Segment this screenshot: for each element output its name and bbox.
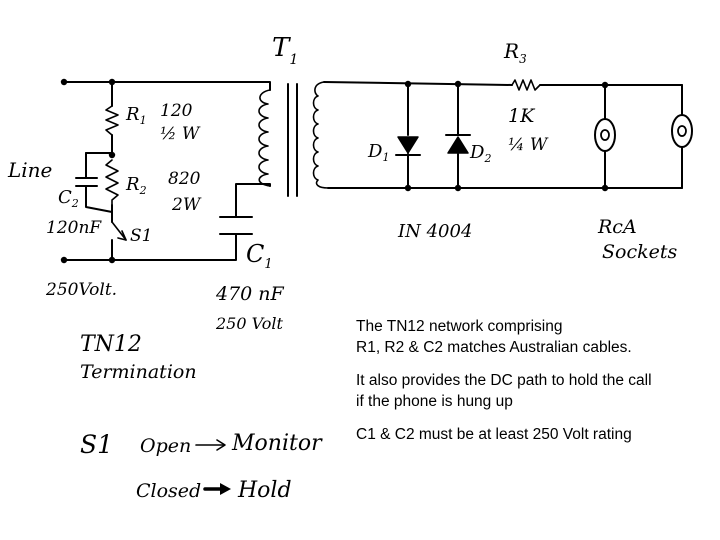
r2-power: 2W [171, 195, 202, 215]
c1-value: 470 nF [215, 283, 285, 305]
transformer-t1-symbol [258, 81, 329, 197]
closed-label: Closed [136, 480, 201, 502]
diode-d2-symbol [445, 134, 471, 154]
capacitor-c2-symbol [75, 177, 98, 187]
switch-s1-symbol [111, 221, 127, 241]
junction-dot [454, 80, 462, 88]
c1-label: C1 [246, 240, 273, 272]
line-label: Line [7, 158, 52, 182]
resistor-r2-symbol [105, 159, 119, 206]
junction-dot [108, 256, 116, 264]
s1-label: S1 [130, 226, 152, 246]
monitor-label: Monitor [231, 431, 323, 456]
r2-label: R2 [125, 174, 147, 197]
line-terminal-bottom [60, 256, 68, 264]
junction-dot [454, 184, 462, 192]
tn12-subtitle: Termination [80, 361, 197, 383]
r3-label: R3 [503, 39, 527, 66]
d2-label: D2 [469, 142, 491, 165]
line-terminal-top [60, 78, 68, 86]
diode-type-label: IN 4004 [397, 221, 472, 242]
rca-label-line2: Sockets [602, 241, 677, 263]
note-line: The TN12 network comprising [356, 318, 563, 335]
c1-rating: 250 Volt [215, 314, 283, 333]
junction-dot [108, 78, 116, 86]
line-termination-wiring [63, 81, 271, 261]
note-paragraph: C1 & C2 must be at least 250 Volt rating [356, 424, 716, 445]
note-line: C1 & C2 must be at least 250 Volt rating [356, 426, 632, 443]
secondary-wiring [323, 81, 683, 189]
junction-dot [601, 184, 609, 192]
t1-label: T1 [272, 33, 298, 68]
resistor-r3-symbol [511, 79, 541, 91]
arrow-right-icon [203, 483, 231, 495]
line-rating: 250Volt. [45, 280, 117, 300]
diode-d1-symbol [395, 136, 421, 156]
c1-branch-wiring [235, 183, 271, 249]
notes-panel: The TN12 network comprising R1, R2 & C2 … [356, 316, 716, 457]
junction-dot [404, 184, 412, 192]
note-paragraph: The TN12 network comprising R1, R2 & C2 … [356, 316, 716, 358]
s1-legend-label: S1 [80, 430, 113, 459]
rca-socket-2-symbol [671, 114, 693, 148]
r3-value: 1K [508, 105, 536, 127]
resistor-r1-symbol [105, 105, 119, 136]
junction-dot [108, 151, 116, 159]
note-line: It also provides the DC path to hold the… [356, 372, 652, 389]
rca-socket-1-symbol [594, 118, 616, 152]
c2-value: 120nF [46, 218, 102, 238]
note-line: R1, R2 & C2 matches Australian cables. [356, 339, 632, 356]
arrow-right-icon [195, 439, 226, 451]
junction-dot [601, 81, 609, 89]
open-label: Open [140, 435, 191, 457]
capacitor-c1-symbol [219, 216, 253, 235]
r3-power: ¼ W [508, 135, 549, 155]
note-line: if the phone is hung up [356, 393, 513, 410]
d1-label: D1 [367, 141, 389, 164]
junction-dot [404, 80, 412, 88]
c2-label: C2 [58, 187, 79, 210]
note-paragraph: It also provides the DC path to hold the… [356, 370, 716, 412]
r2-value: 820 [168, 169, 201, 189]
r1-value: 120 [160, 101, 193, 121]
r1-power: ½ W [160, 124, 201, 144]
hold-label: Hold [237, 478, 292, 503]
r1-label: R1 [125, 104, 147, 127]
rca-label-line1: RcA [597, 216, 637, 238]
tn12-title: TN12 [80, 332, 142, 357]
